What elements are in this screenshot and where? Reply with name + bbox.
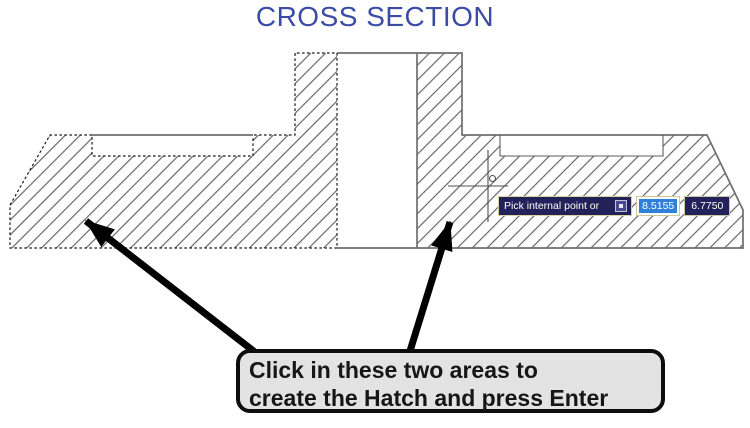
right-annotation-arrow xyxy=(406,220,454,353)
x-coordinate-value: 8.5155 xyxy=(639,198,678,213)
part-outline xyxy=(337,52,744,249)
x-coordinate-input[interactable]: 8.5155 xyxy=(636,196,681,216)
y-coordinate-input[interactable]: 6.7750 xyxy=(684,196,731,216)
prompt-text: Pick internal point or xyxy=(504,199,600,212)
right-hatch-area[interactable] xyxy=(417,53,743,248)
callout-box: Click in these two areas to create the H… xyxy=(236,349,665,413)
left-recess-boundary-preview xyxy=(91,137,254,157)
dynamic-input: Pick internal point or 8.5155 6.7750 xyxy=(498,196,731,216)
left-hatch-area[interactable] xyxy=(10,53,337,248)
crosshair-cursor xyxy=(448,150,508,222)
callout-line-1: Click in these two areas to xyxy=(249,357,538,383)
dynamic-input-tooltip: Pick internal point or xyxy=(498,196,633,216)
dynamic-input-options-icon[interactable] xyxy=(615,199,628,212)
right-recess-outline xyxy=(499,135,664,157)
callout-line-2: create the Hatch and press Enter xyxy=(249,385,609,411)
left-annotation-arrow xyxy=(83,218,259,356)
y-coordinate-value: 6.7750 xyxy=(691,199,724,212)
drawing-title: CROSS SECTION xyxy=(255,1,495,32)
